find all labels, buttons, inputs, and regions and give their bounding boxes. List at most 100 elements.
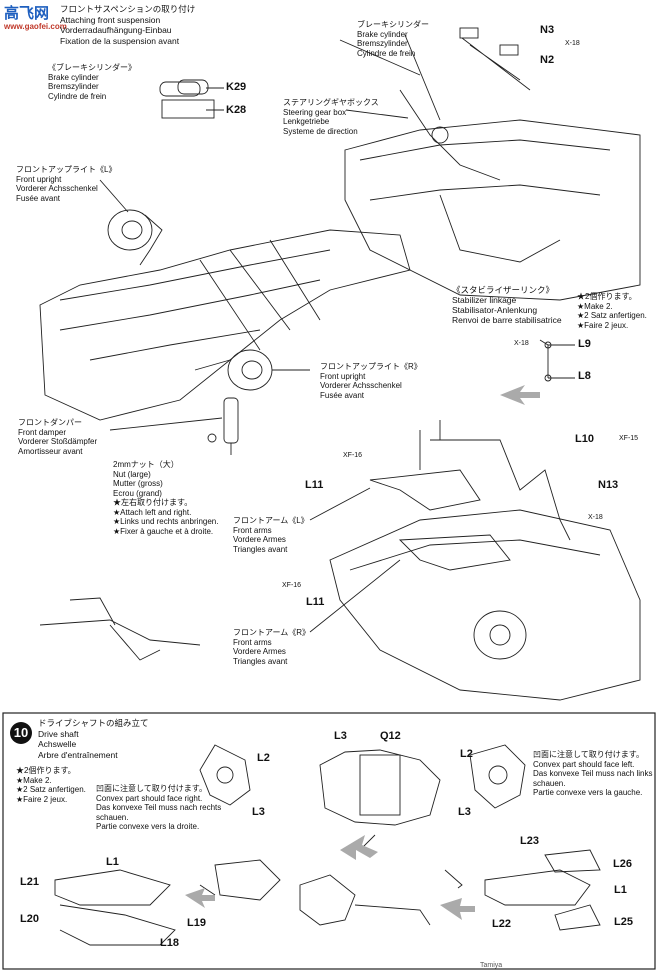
convex-right-de2: schauen.: [96, 812, 129, 822]
brake-cylinder-left-en: Brake cylinder: [48, 72, 99, 82]
make2-note-b: ★2個作ります。 ★Make 2. ★2 Satz anfertigen. ★F…: [16, 766, 86, 804]
part-l3-top: L3: [334, 730, 347, 742]
arm-right-fr: Triangles avant: [233, 656, 288, 666]
step10-title-fr: Arbre d'entraînement: [38, 749, 118, 760]
step9-title-jp: フロントサスペンションの取り付け: [60, 4, 196, 14]
upright-left-en: Front upright: [16, 174, 62, 184]
watermark-logo: 高飞网: [4, 5, 50, 22]
damper-de: Vorderer Stoßdämpfer: [18, 437, 98, 446]
make2-a-jp: ★2個作ります。: [577, 292, 637, 301]
make2-b-de: ★2 Satz anfertigen.: [16, 785, 86, 794]
attach-lr-jp: ★左右取り付けます。: [113, 498, 193, 507]
part-l2-right: L2: [460, 748, 473, 760]
part-xf16-upper: XF-16: [343, 452, 363, 459]
part-l26: L26: [613, 858, 632, 870]
make2-a-de: ★2 Satz anfertigen.: [577, 311, 647, 320]
upright-left-caption: フロントアップライト《L》 Front upright Vorderer Ach…: [16, 165, 116, 203]
upright-right-en: Front upright: [320, 371, 366, 381]
brake-cylinder-left-jp: 《ブレーキシリンダー》: [48, 63, 136, 72]
arm-left-fr: Triangles avant: [233, 544, 288, 554]
part-l10: L10: [575, 433, 594, 445]
damper-fr: Amortisseur avant: [18, 446, 83, 456]
stabilizer-caption: 《スタビライザーリンク》 Stabilizer linkage Stabilis…: [452, 285, 562, 325]
arm-right-caption: フロントアーム《R》 Front arms Vordere Armes Tria…: [233, 628, 310, 666]
upright-left-de: Vorderer Achsschenkel: [16, 184, 98, 193]
part-l20: L20: [20, 913, 39, 925]
step9-title-en: Attaching front suspension: [60, 14, 161, 25]
step10-title: ドライブシャフトの組み立て Drive shaft Achswelle Arbr…: [38, 718, 149, 760]
brake-cylinder-left-de: Bremszylinder: [48, 82, 99, 91]
part-l1-right: L1: [614, 884, 627, 896]
step10-title-en: Drive shaft: [38, 728, 79, 739]
attach-lr-fr: ★Fixer à gauche et à droite.: [113, 526, 214, 536]
part-n13: N13: [598, 479, 619, 491]
attach-lr-note: ★左右取り付けます。 ★Attach left and right. ★Link…: [113, 498, 218, 536]
steering-jp: ステアリングギヤボックス: [283, 98, 379, 107]
damper-jp: フロントダンパー: [18, 418, 82, 427]
step10-title-de: Achswelle: [38, 739, 77, 749]
brake-cylinder-left-caption: 《ブレーキシリンダー》 Brake cylinder Bremszylinder…: [48, 63, 136, 101]
convex-left-de2: schauen.: [533, 778, 566, 788]
steering-caption: ステアリングギヤボックス Steering gear box Lenkgetri…: [283, 98, 379, 136]
part-l11-upper: L11: [305, 479, 324, 491]
convex-left-de: Das konvexe Teil muss nach links: [533, 769, 653, 778]
convex-left-jp: 凹面に注意して取り付けます。: [533, 750, 644, 759]
convex-left-note: 凹面に注意して取り付けます。 Convex part should face l…: [533, 750, 652, 798]
watermark-site: www.gaofei.com: [4, 22, 67, 31]
step10-title-jp: ドライブシャフトの組み立て: [38, 718, 149, 728]
part-n3: N3: [540, 24, 555, 36]
part-x18-stab: X-18: [514, 340, 529, 347]
make2-b-en: ★Make 2.: [16, 775, 52, 785]
steering-fr: Systeme de direction: [283, 126, 358, 136]
part-x18-lower: X-18: [588, 514, 603, 521]
nut-fr: Ecrou (grand): [113, 488, 162, 498]
brake-cylinder-right-de: Bremszylinder: [357, 39, 408, 48]
part-k28: K28: [226, 104, 247, 116]
arm-left-caption: フロントアーム《L》 Front arms Vordere Armes Tria…: [233, 516, 309, 554]
arm-left-en: Front arms: [233, 525, 272, 535]
convex-right-jp: 凹面に注意して取り付けます。: [96, 784, 207, 793]
part-l11-lower: L11: [306, 596, 325, 608]
upright-left-jp: フロントアップライト《L》: [16, 165, 117, 174]
make2-note-a: ★2個作ります。 ★Make 2. ★2 Satz anfertigen. ★F…: [577, 292, 647, 330]
make2-b-jp: ★2個作ります。: [16, 766, 76, 775]
part-l9: L9: [578, 338, 591, 350]
part-l2-left: L2: [257, 752, 270, 764]
part-l1-left: L1: [106, 856, 119, 868]
part-xf15: XF-15: [619, 435, 639, 442]
steering-en: Steering gear box: [283, 107, 347, 117]
arm-right-de: Vordere Armes: [233, 647, 286, 656]
stabilizer-de: Stabilisator-Anlenkung: [452, 305, 538, 315]
stabilizer-fr: Renvoi de barre stabilisatrice: [452, 315, 562, 325]
part-l21: L21: [20, 876, 39, 888]
step9-title-de: Vorderradaufhängung-Einbau: [60, 25, 172, 35]
steering-de: Lenkgetriebe: [283, 117, 330, 126]
part-l23: L23: [520, 835, 539, 847]
part-q12: Q12: [380, 730, 401, 742]
brake-cylinder-left-fr: Cylindre de frein: [48, 91, 107, 101]
convex-right-note: 凹面に注意して取り付けます。 Convex part should face r…: [96, 784, 221, 832]
upright-left-fr: Fusée avant: [16, 193, 61, 203]
brake-cylinder-right-jp: ブレーキシリンダー: [357, 20, 429, 29]
convex-right-fr: Partie convexe vers la droite.: [96, 822, 200, 831]
nut-de: Mutter (gross): [113, 479, 163, 488]
part-l25: L25: [614, 916, 633, 928]
part-k29: K29: [226, 81, 247, 93]
part-l19: L19: [187, 917, 206, 929]
arm-left-de: Vordere Armes: [233, 535, 286, 544]
make2-a-fr: ★Faire 2 jeux.: [577, 320, 629, 330]
nut-en: Nut (large): [113, 469, 151, 479]
make2-a-en: ★Make 2.: [577, 301, 613, 311]
part-l3-left: L3: [252, 806, 265, 818]
arm-right-en: Front arms: [233, 637, 272, 647]
damper-en: Front damper: [18, 427, 67, 437]
part-n2: N2: [540, 54, 555, 66]
part-l3-right: L3: [458, 806, 471, 818]
footer-brand: Tamiya: [480, 962, 503, 969]
part-xf16-lower: XF-16: [282, 582, 302, 589]
arm-left-jp: フロントアーム《L》: [233, 516, 309, 525]
nut-jp: 2mmナット（大）: [113, 460, 179, 469]
damper-caption: フロントダンパー Front damper Vorderer Stoßdämpf…: [18, 418, 97, 456]
convex-right-de: Das konvexe Teil muss nach rechts: [96, 803, 222, 812]
stabilizer-en: Stabilizer linkage: [452, 295, 517, 305]
